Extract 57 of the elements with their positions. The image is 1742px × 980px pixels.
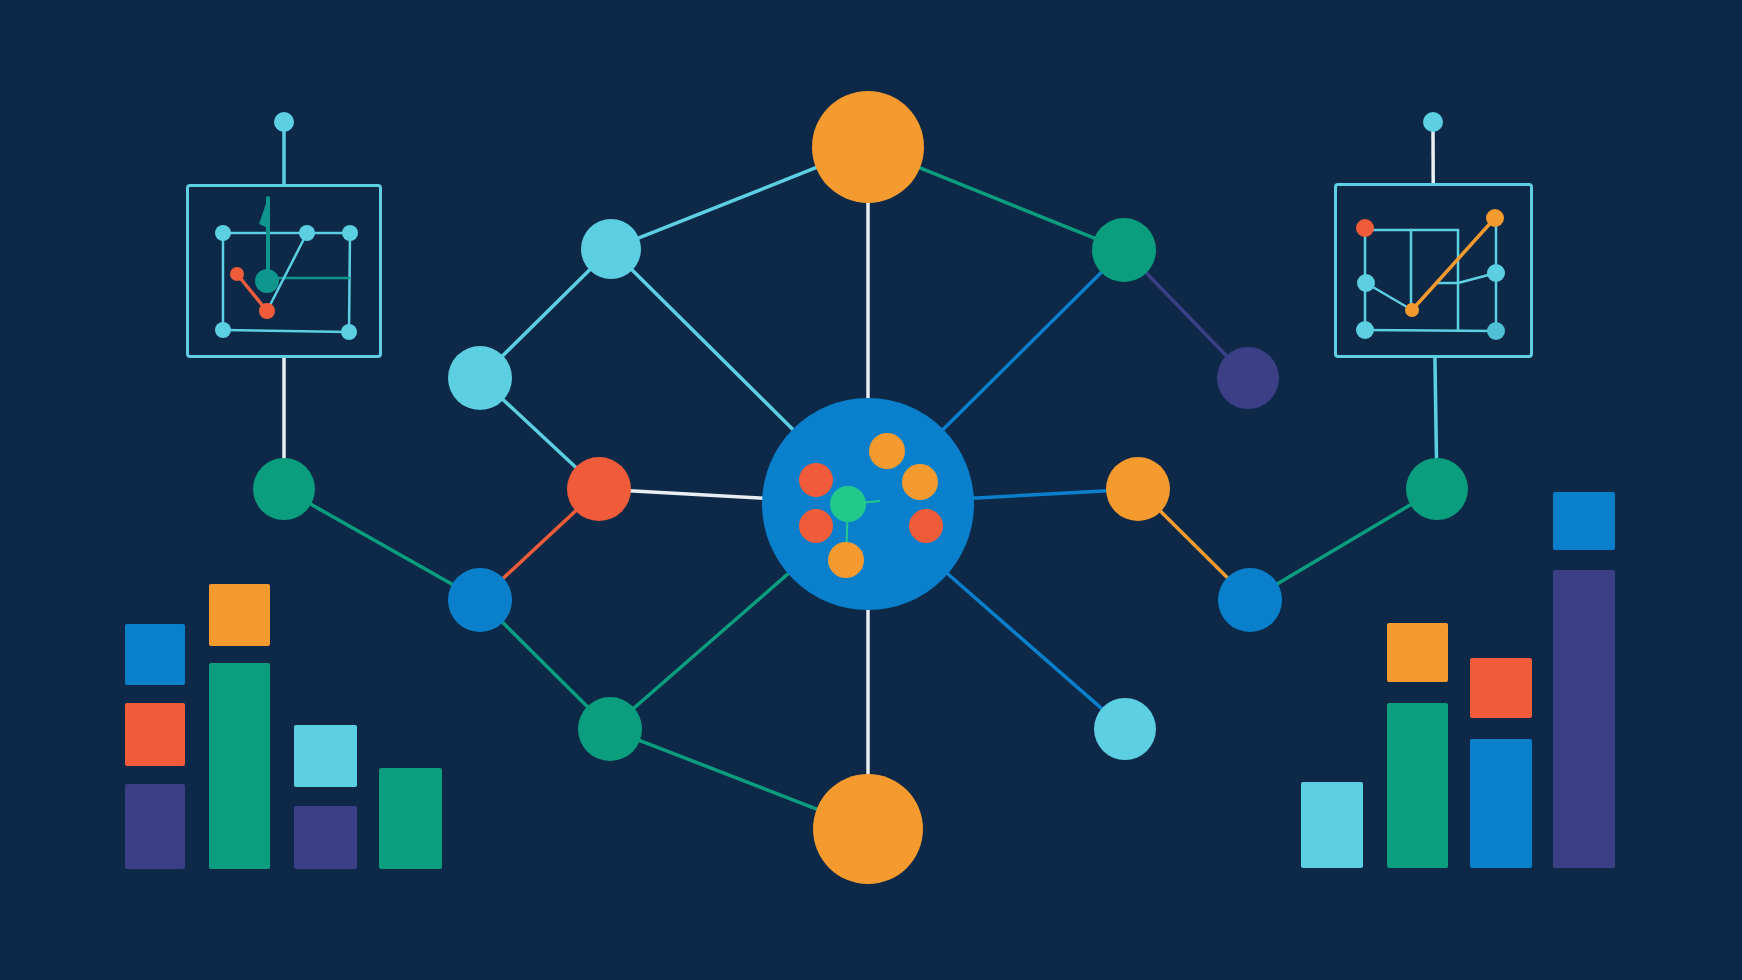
connector-line xyxy=(500,508,579,581)
bar xyxy=(294,725,357,787)
connector-line xyxy=(500,397,579,470)
network-node xyxy=(448,346,512,410)
bar xyxy=(1387,703,1448,868)
network-node xyxy=(578,697,642,761)
bar xyxy=(209,663,270,869)
connector-line xyxy=(866,608,870,776)
bar xyxy=(1553,570,1615,868)
chart-panel xyxy=(1334,183,1533,358)
connector-line xyxy=(637,738,820,812)
network-node xyxy=(567,457,631,521)
connector-line xyxy=(308,501,455,587)
pin-dot xyxy=(274,112,294,132)
connector-line xyxy=(1143,270,1230,359)
bar xyxy=(1470,739,1532,868)
connector-line xyxy=(628,488,765,500)
connector-line xyxy=(636,165,819,241)
inner-dot xyxy=(830,486,866,522)
bar xyxy=(125,784,185,869)
connector-line xyxy=(1274,502,1413,587)
connector-line xyxy=(500,619,590,710)
connector-line xyxy=(1433,355,1439,461)
network-node xyxy=(448,568,512,632)
bar xyxy=(125,703,185,766)
pin-dot xyxy=(1423,112,1443,132)
chart-panel xyxy=(186,184,382,358)
network-node xyxy=(581,219,641,279)
connector-line xyxy=(940,269,1104,432)
inner-dot xyxy=(799,509,833,543)
bar xyxy=(1387,623,1448,682)
connector-line xyxy=(971,488,1109,500)
bar xyxy=(209,584,270,646)
connector-line xyxy=(866,201,870,400)
connector-line xyxy=(1431,130,1435,185)
connector-line xyxy=(1158,508,1230,581)
inner-dot xyxy=(828,542,864,578)
inner-dot xyxy=(909,509,943,543)
connector-line xyxy=(845,519,849,545)
inner-dot xyxy=(799,463,833,497)
connector-line xyxy=(631,571,791,711)
connector-line xyxy=(629,267,796,432)
bar xyxy=(379,768,442,869)
network-node xyxy=(1218,568,1282,632)
connector-line xyxy=(282,130,286,186)
bar xyxy=(1553,492,1615,550)
connector-line xyxy=(282,356,286,460)
connector-line xyxy=(917,165,1097,241)
network-node xyxy=(1092,218,1156,282)
bar xyxy=(1301,782,1363,868)
connector-line xyxy=(500,267,593,359)
inner-dot xyxy=(902,464,938,500)
bar xyxy=(1470,658,1532,718)
connector-line xyxy=(945,571,1105,712)
bar xyxy=(125,624,185,685)
bar xyxy=(294,806,357,869)
inner-dot xyxy=(869,433,905,469)
